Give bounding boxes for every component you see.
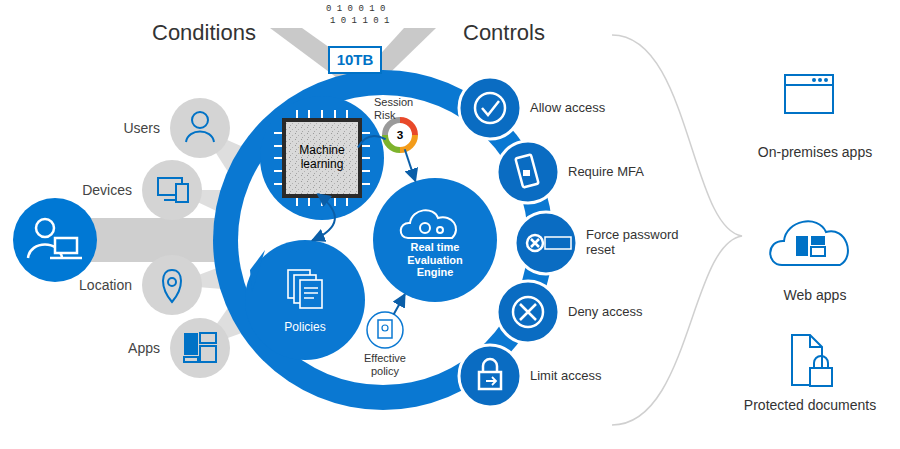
box-node: 10TB <box>328 46 382 74</box>
binary-digits: 1 0 1 1 0 1 <box>330 16 389 26</box>
circle-node: 3 <box>385 120 415 150</box>
connector <box>405 149 416 181</box>
circle-node: Allow access <box>459 77 521 139</box>
connector <box>358 136 386 147</box>
section-title: Conditions <box>152 20 256 45</box>
box-node: On-premises apps <box>750 70 880 162</box>
connector <box>394 294 405 314</box>
box-node: Protected documents <box>730 328 890 416</box>
node-label: 3 <box>387 128 413 142</box>
chip-icon <box>274 110 370 206</box>
node-label: Policies <box>265 321 345 335</box>
node-label: Real time Evaluation Engine <box>393 241 477 279</box>
box-node: Web apps <box>750 214 880 306</box>
node-label: 10TB <box>330 51 380 68</box>
connector <box>312 194 335 240</box>
circle-node: Users <box>170 98 230 158</box>
control-circles <box>459 77 577 407</box>
node-label: Web apps <box>750 287 880 303</box>
section-title: Controls <box>463 20 545 45</box>
effective-policy-icon <box>367 312 403 348</box>
node-label: Devices <box>82 182 132 198</box>
resource-icons <box>770 75 848 386</box>
node-label: Require MFA <box>568 165 644 180</box>
circle-node: Location <box>142 255 202 315</box>
circle-node: Devices <box>142 160 202 220</box>
circle-node: Effective policy <box>367 312 403 348</box>
node-label: Location <box>79 277 132 293</box>
circle-node: Deny access <box>497 281 559 343</box>
control-icons <box>475 93 571 389</box>
user-icon <box>13 198 97 282</box>
evaluation-ring <box>213 70 553 410</box>
gauge-label: Session Risk <box>374 96 418 121</box>
condition-icons <box>158 112 216 362</box>
circle-node: Policies <box>245 240 365 360</box>
node-label: Protected documents <box>730 397 890 413</box>
policies-icon <box>288 270 322 308</box>
risk-gauge <box>385 120 415 150</box>
node-label: Users <box>123 120 160 136</box>
node-label: Effective policy <box>355 352 415 377</box>
node-label: Force password reset <box>586 228 684 258</box>
node-label: Allow access <box>530 101 605 116</box>
circle-node: Apps <box>170 318 230 378</box>
box-node: Machine learning <box>286 122 358 194</box>
node-label: Limit access <box>530 369 602 384</box>
circle-node: Force password reset <box>515 212 577 274</box>
engine-icon <box>401 210 456 238</box>
circle-node: Require MFA <box>497 141 559 203</box>
circle-node: Limit access <box>459 345 521 407</box>
node-label: Deny access <box>568 305 642 320</box>
node-label: Machine learning <box>289 144 355 172</box>
node-label: On-premises apps <box>750 144 880 160</box>
binary-digits: 0 1 0 0 1 0 <box>326 4 385 14</box>
circle-node: Real time Evaluation Engine <box>373 178 497 302</box>
node-label: Apps <box>128 340 160 356</box>
